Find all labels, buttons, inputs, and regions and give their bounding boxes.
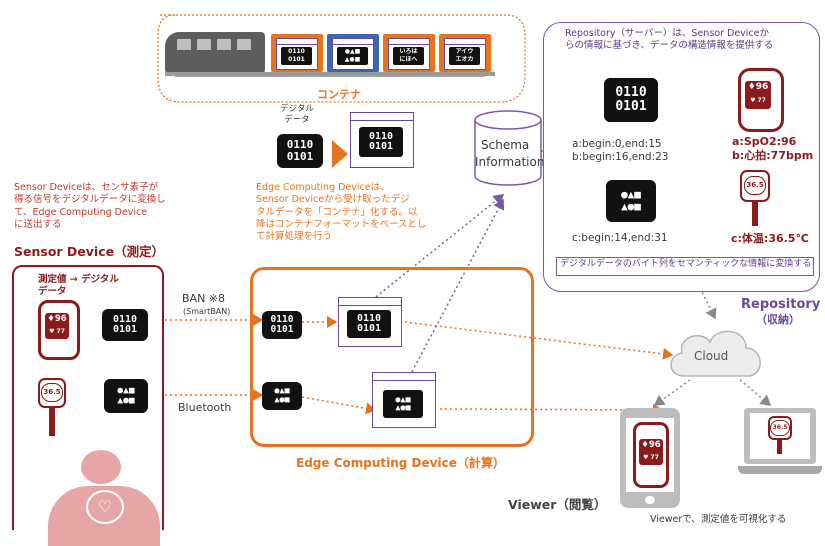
- range-b: b:begin:16,end:23: [572, 151, 669, 163]
- range-c: c:begin:14,end:31: [572, 232, 668, 244]
- bluetooth-label: Bluetooth: [178, 401, 232, 414]
- pulse-oximeter-icon: ♦96♥ 77: [738, 68, 784, 132]
- heart-icon: ♡: [86, 490, 124, 524]
- train: 0110 0101 ●▲■ ▲●■ いろは にほへ アイウ エオカ: [165, 24, 495, 86]
- conversion-note: デジタルデータのバイト列をセマンティックな情報に変換する: [560, 259, 812, 269]
- container-row: 0110 0101 ●▲■ ▲●■ いろは にほへ アイウ エオカ: [271, 34, 493, 72]
- pulse-oximeter-icon: ♦96♥ 77: [38, 300, 80, 360]
- result-b: b:心拍:77bpm: [732, 149, 814, 162]
- locomotive: [165, 32, 265, 72]
- symbol-data-bubble: ●▲■ ▲●■: [606, 180, 656, 222]
- sensor-box-header: 測定値 → デジタル データ: [38, 274, 119, 297]
- train-container: ●▲■ ▲●■: [327, 34, 379, 72]
- result-c: c:体温:36.5℃: [731, 232, 809, 245]
- repository-description: Repository（サーバー）は、Sensor Deviceか らの情報に基づ…: [565, 28, 774, 51]
- container-label: いろは にほへ: [393, 47, 424, 65]
- viewer-title: Viewer（閲覧）: [508, 497, 607, 512]
- binary-data-bubble: 0110 0101: [604, 78, 658, 122]
- ban-label: BAN ※8: [182, 292, 226, 305]
- conversion-arrow: [332, 140, 348, 168]
- thermometer-icon: 36.5: [38, 378, 66, 438]
- container-label: ●▲■ ▲●■: [337, 47, 368, 65]
- container-caption: コンテナ: [317, 88, 361, 101]
- repository-panel: [543, 22, 820, 292]
- symbol-data-bubble: ●▲■ ▲●■: [262, 382, 302, 410]
- binary-data-bubble: 0110 0101: [277, 134, 323, 168]
- sensor-description: Sensor Deviceは、センサ素子が 得る信号をデジタルデータに変換し て…: [14, 182, 166, 231]
- laptop-viewer: 36.5: [738, 408, 822, 484]
- binary-data-bubble: 0110 0101: [262, 311, 302, 339]
- range-a: a:begin:0,end:15: [572, 138, 662, 150]
- smartban-label: (SmartBAN): [183, 307, 231, 316]
- train-container: 0110 0101: [271, 34, 323, 72]
- edge-computing-box: [250, 267, 534, 447]
- person-figure: ♡: [48, 450, 160, 546]
- container-label: アイウ エオカ: [449, 47, 480, 65]
- thermometer-icon: 36.5: [768, 416, 792, 456]
- repository-subtitle: （収納）: [756, 313, 800, 326]
- container-label: 0110 0101: [281, 47, 312, 65]
- edge-description: Edge Computing Deviceは、 Sensor Deviceから受…: [256, 182, 427, 243]
- schema-information-db: Schema Information: [473, 110, 544, 188]
- digital-data-caption: デジタル データ: [280, 104, 314, 125]
- sensor-title: Sensor Device（測定）: [14, 244, 165, 259]
- container-document: ●▲■ ▲●■: [372, 372, 436, 428]
- viewer-caption: Viewerで、測定値を可視化する: [650, 514, 787, 525]
- repository-title: Repository: [741, 297, 821, 312]
- cloud-icon: Cloud: [664, 322, 770, 380]
- container-document: 0110 0101: [338, 297, 402, 347]
- thermometer-icon: 36.5: [740, 170, 770, 228]
- train-container: いろは にほへ: [383, 34, 435, 72]
- train-container: アイウ エオカ: [439, 34, 491, 72]
- symbol-data-bubble: ●▲■ ▲●■: [104, 379, 148, 413]
- binary-data-bubble: 0110 0101: [102, 309, 148, 341]
- edge-title: Edge Computing Device（計算）: [296, 456, 505, 470]
- container-document: 0110 0101: [350, 112, 414, 168]
- diagram-canvas: 0110 0101 ●▲■ ▲●■ いろは にほへ アイウ エオカ コンテナ デジタル…: [12, 14, 822, 546]
- conversion-note-box: [556, 257, 814, 276]
- result-a: a:SpO2:96: [732, 135, 797, 148]
- pulse-oximeter-icon: ♦96♥ 77: [633, 422, 669, 488]
- smartphone-viewer: ♦96♥ 77: [620, 408, 680, 508]
